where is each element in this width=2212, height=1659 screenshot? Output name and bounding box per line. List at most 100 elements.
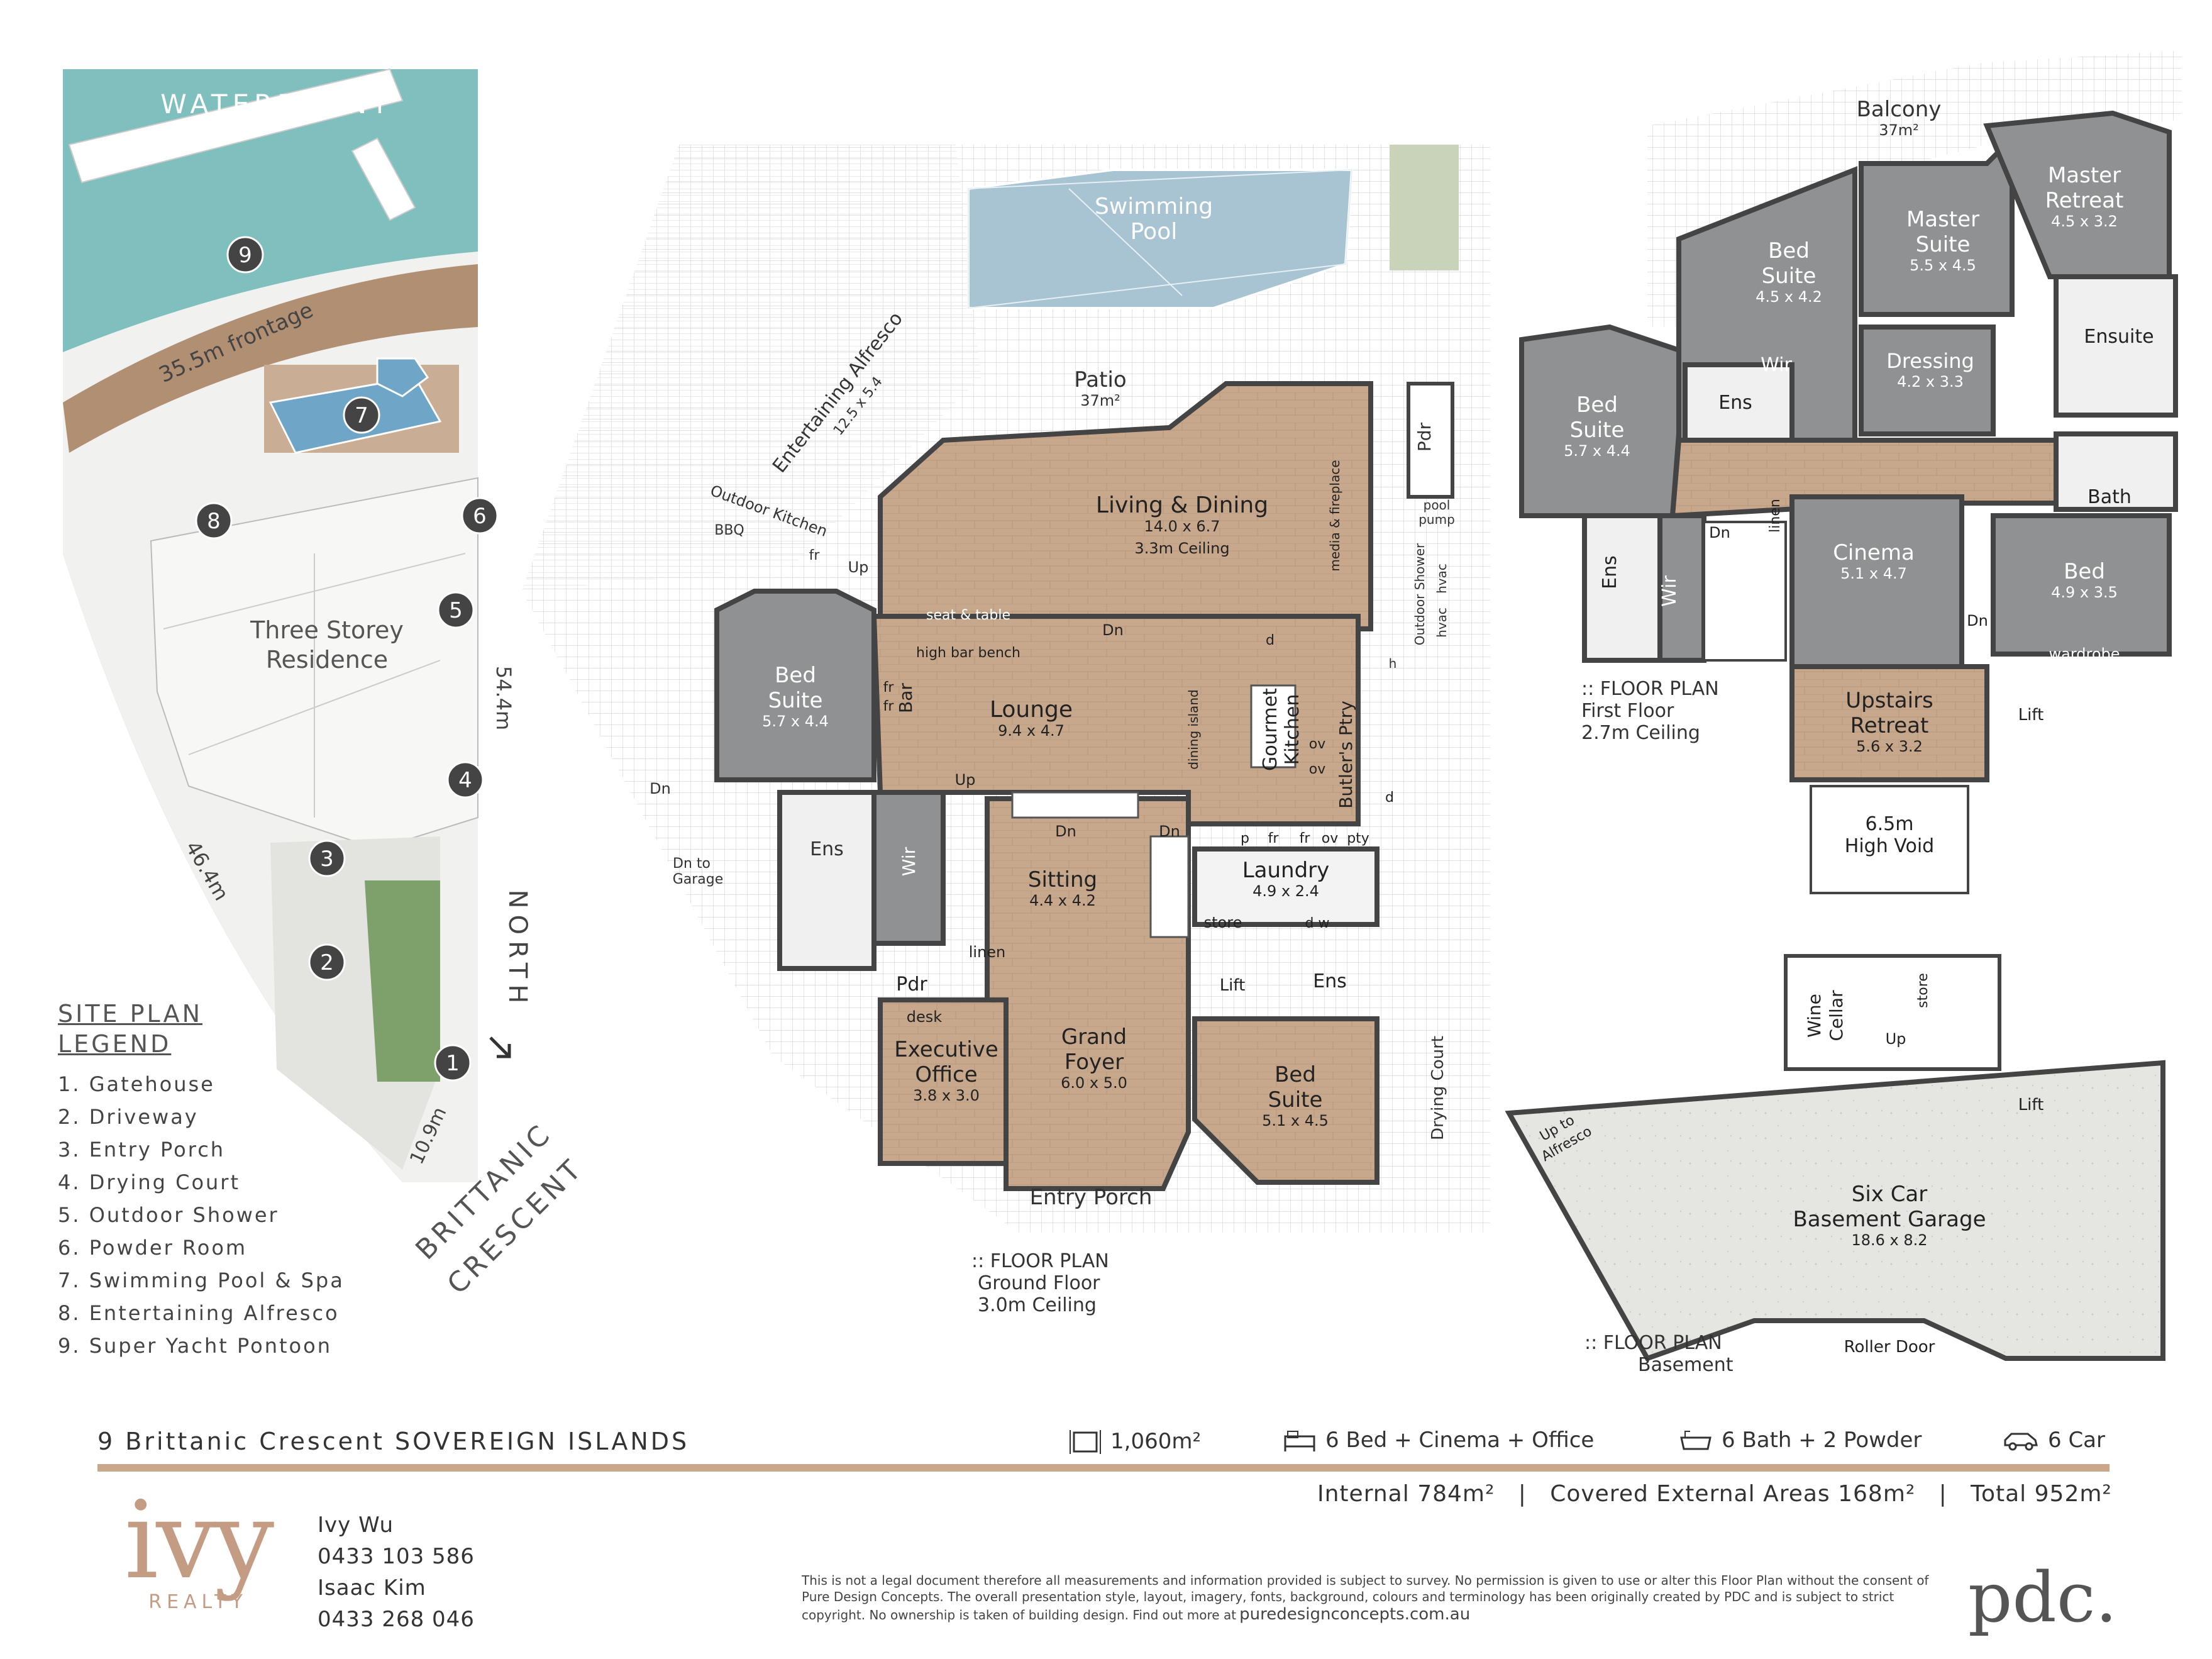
stat-beds-value: 6 Bed + Cinema + Office	[1325, 1428, 1595, 1453]
gf-outdoor-shower: Outdoor Shower	[1412, 543, 1427, 645]
ff-dressing	[1859, 325, 1996, 436]
ff-balcony-label: Balcony	[1857, 97, 1942, 122]
ff-caption-2: First Floor	[1581, 700, 1674, 722]
disclaimer-block: This is not a legal document therefore a…	[802, 1572, 1955, 1624]
ff-bed-b-2: Suite	[1570, 418, 1625, 443]
gf-drying-court: Drying Court	[1429, 1036, 1447, 1140]
legend-item: 9. Super Yacht Pontoon	[58, 1334, 332, 1358]
gf-lift: Lift	[1220, 976, 1246, 995]
bs-lift: Lift	[2018, 1096, 2044, 1114]
gf-wir	[871, 790, 946, 946]
bs-garage	[1505, 1060, 2165, 1362]
gf-ov-1: ov	[1309, 736, 1325, 752]
svg-text:8: 8	[207, 509, 221, 534]
svg-text:1: 1	[446, 1051, 460, 1076]
disclaimer-text: This is not a legal document therefore a…	[802, 1573, 1929, 1623]
ff-void	[1810, 785, 1969, 894]
gf-dn-garage-1: Dn to	[673, 856, 711, 872]
site-roof-lines	[163, 553, 466, 818]
marker-5: 5	[437, 591, 475, 629]
legend-item: 1. Gatehouse	[58, 1072, 215, 1096]
gf-lounge-label: Lounge	[990, 697, 1073, 723]
marker-6: 6	[461, 497, 499, 535]
ff-wardrobe: wardrobe	[2049, 645, 2120, 663]
gf-bed-suite-1	[714, 589, 877, 782]
dim-right: 54.4m	[492, 666, 516, 730]
ground-floor-plan: Swimming Pool Entertaining Alfresco 12.5…	[522, 145, 1490, 1316]
legend-item: 2. Driveway	[58, 1105, 199, 1129]
ff-bed-a-1: Bed	[1768, 238, 1810, 264]
gf-deck	[522, 145, 981, 591]
ff-dressing-1: Dressing	[1886, 349, 1974, 373]
stat-cars-value: 6 Car	[2048, 1428, 2105, 1453]
gf-gourmet-2: Kitchen	[1281, 694, 1303, 765]
gf-ens-label: Ens	[810, 838, 844, 860]
gf-desk: desk	[907, 1008, 943, 1026]
gf-dn-left: Dn	[650, 780, 671, 797]
marker-4: 4	[446, 761, 484, 799]
bs-wine-1: Wine	[1804, 994, 1825, 1038]
gf-up-stairs: Up	[955, 771, 976, 789]
gf-d-1: d	[1266, 633, 1275, 648]
area-summary: Internal 784m² | Covered External Areas …	[1317, 1481, 2112, 1507]
gf-bed1-1: Bed	[775, 663, 816, 688]
svg-text:7: 7	[355, 403, 368, 428]
bs-caption-1: :: FLOOR PLAN	[1584, 1332, 1722, 1354]
gf-bbq: BBQ	[714, 523, 744, 538]
gf-foyer-3: 6.0 x 5.0	[1061, 1074, 1127, 1092]
site-markers: 1 2 3 4 5 6 7 8 9	[195, 236, 499, 1082]
gf-sitting-label: Sitting	[1028, 867, 1097, 892]
gf-laundry-dim: 4.9 x 2.4	[1253, 882, 1319, 900]
ff-ens: Ens	[1718, 392, 1752, 414]
marker-7: 7	[343, 396, 380, 434]
stat-baths-value: 6 Bath + 2 Powder	[1722, 1428, 1922, 1453]
gf-bed2-3: 5.1 x 4.5	[1262, 1112, 1329, 1129]
ff-bed-1: Bed	[2064, 559, 2105, 584]
ff-wir: Wir	[1761, 354, 1792, 376]
ff-bath-label: Bath	[2088, 486, 2132, 508]
gf-d-2: d	[1385, 790, 1394, 806]
stat-cars: 6 Car	[2003, 1428, 2105, 1453]
ff-ens	[1683, 362, 1794, 443]
gf-stairs	[1011, 791, 1139, 819]
gf-hvac-1: hvac	[1434, 563, 1449, 594]
legend-item: 5. Outdoor Shower	[58, 1203, 279, 1227]
ff-caption-3: 2.7m Ceiling	[1581, 722, 1700, 744]
gf-pool-label-1: Swimming	[1095, 194, 1213, 219]
gf-living-label: Living & Dining	[1096, 492, 1268, 518]
ff-void-2: High Void	[1845, 835, 1934, 857]
basement-plan: Wine Cellar store Up Lift Up to Alfresco…	[1505, 954, 2165, 1376]
gf-office-1: Executive	[894, 1037, 998, 1062]
marker-9: 9	[226, 236, 264, 274]
gf-media: media & fireplace	[1327, 460, 1342, 571]
gf-executive-office	[878, 997, 1009, 1166]
site-legend: SITE PLAN LEGEND 1. Gatehouse 2. Drivewa…	[58, 999, 345, 1362]
agent-1-name: Ivy Wu	[318, 1512, 394, 1538]
ivy-logo-wordmark: ivy	[124, 1479, 274, 1603]
ff-master-suite-3: 5.5 x 4.5	[1910, 257, 1976, 274]
site-plan: WATERFRONT 35.5m frontage Three Storey R…	[63, 68, 590, 1301]
gf-dn-living: Dn	[1102, 621, 1124, 639]
marker-1: 1	[434, 1044, 472, 1082]
stat-baths: 6 Bath + 2 Powder	[1679, 1428, 1922, 1453]
ff-bed-2: 4.9 x 3.5	[2051, 584, 2118, 601]
ff-bed	[1991, 513, 2172, 657]
waterfront-label: WATERFRONT	[160, 89, 393, 119]
ff-dn-2: Dn	[1967, 612, 1988, 630]
ff-master-retreat-3: 4.5 x 3.2	[2051, 213, 2118, 230]
gf-fr-2: fr	[1300, 831, 1311, 846]
ff-retreat-2: Retreat	[1850, 713, 1929, 738]
gf-dining-island	[1250, 684, 1297, 768]
residence-label-2: Residence	[266, 646, 388, 674]
bs-garage-1: Six Car	[1852, 1182, 1928, 1207]
gf-dw: d w	[1305, 916, 1330, 931]
pdc-url-link[interactable]: puredesignconcepts.com.au	[1239, 1605, 1471, 1624]
gf-linen: linen	[969, 943, 1006, 961]
ivy-realty-logo: ivy REALTY	[97, 1479, 299, 1613]
gf-bed-suite-2	[1192, 1016, 1380, 1185]
legend-title-2: LEGEND	[58, 1030, 172, 1058]
svg-text:2: 2	[320, 950, 334, 975]
gf-entry-porch: Entry Porch	[1030, 1185, 1153, 1210]
pontoon	[68, 68, 404, 184]
gf-ov-3: ov	[1322, 831, 1338, 846]
